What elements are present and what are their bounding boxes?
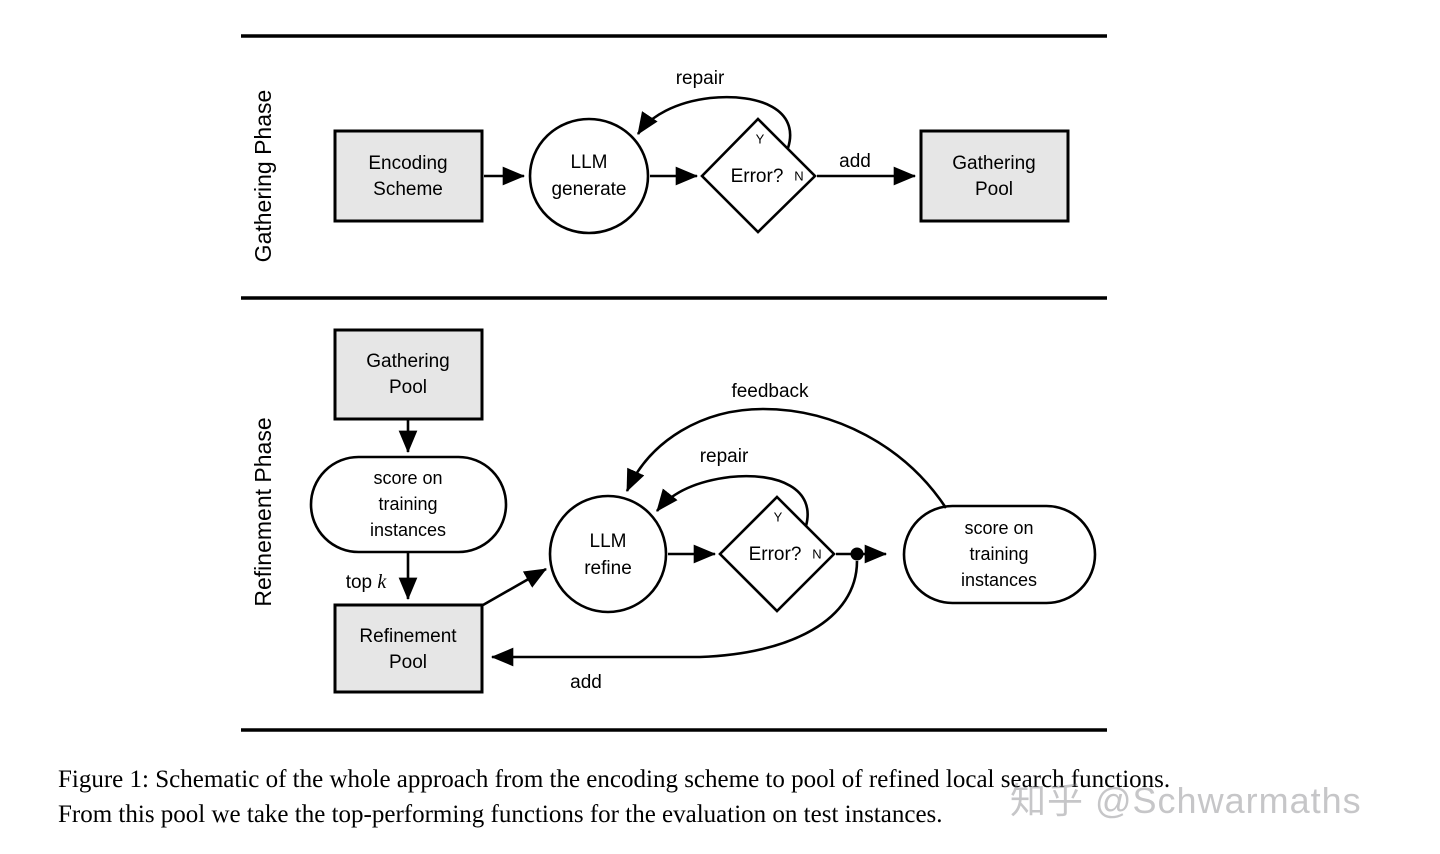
node-llm-refine[interactable]: [548, 494, 668, 614]
node-llm-generate-line1: LLM: [571, 152, 608, 173]
edge-label-repair-refinement: repair: [700, 446, 749, 467]
branch-label-yes-gathering: Y: [756, 131, 765, 146]
edge-label-feedback: feedback: [731, 381, 809, 402]
node-llm-refine-line2: refine: [584, 558, 632, 579]
junction-dot: [850, 547, 864, 561]
branch-label-no-gathering: N: [794, 168, 803, 183]
node-llm-generate[interactable]: [528, 117, 650, 235]
edge-repair-gathering: [636, 95, 792, 149]
node-score-training-left[interactable]: [309, 455, 508, 554]
node-encoding-scheme[interactable]: [333, 129, 484, 223]
node-gathering-pool[interactable]: [919, 129, 1070, 223]
edge-label-add-refinement: add: [570, 672, 602, 693]
node-score-training-right[interactable]: [902, 504, 1097, 605]
phase-label-gathering: Gathering Phase: [250, 90, 276, 263]
edge-label-topk: top k: [346, 571, 388, 593]
edge-label-add-gathering: add: [839, 151, 871, 172]
node-score-training-right-line3: instances: [961, 570, 1037, 590]
branch-label-yes-refinement: Y: [774, 509, 783, 524]
edge-label-topk-var: k: [377, 571, 387, 593]
node-score-training-left-line1: score on: [373, 468, 442, 488]
edge-repair-refinement: [655, 474, 809, 527]
edge-refinement-pool-to-llm-refine: [482, 567, 547, 607]
node-llm-generate-line2: generate: [551, 179, 626, 200]
node-error-check-gathering[interactable]: [700, 117, 817, 234]
edge-feedback: [625, 407, 948, 509]
edge-label-topk-prefix: top: [346, 572, 378, 593]
edge-label-repair-gathering: repair: [676, 68, 725, 89]
node-error-check-gathering-label: Error?: [731, 166, 784, 187]
node-score-training-left-line3: instances: [370, 520, 446, 540]
node-gathering-pool-refinement-line2: Pool: [389, 377, 427, 398]
edge-add-refinement: [490, 560, 859, 667]
branch-label-no-refinement: N: [812, 546, 821, 561]
figure-caption-line2: From this pool we take the top-performin…: [58, 801, 943, 828]
node-refinement-pool[interactable]: [333, 603, 484, 694]
node-gathering-pool-refinement-line1: Gathering: [366, 351, 449, 372]
node-gathering-pool-refinement[interactable]: [333, 328, 484, 421]
phase-label-refinement: Refinement Phase: [250, 417, 276, 606]
node-llm-refine-line1: LLM: [590, 531, 627, 552]
node-error-check-refinement-label: Error?: [749, 544, 802, 565]
node-refinement-pool-line1: Refinement: [359, 626, 457, 647]
figure-caption: Figure 1: Schematic of the whole approac…: [58, 762, 1398, 832]
node-score-training-right-line2: training: [969, 544, 1028, 564]
node-score-training-right-line1: score on: [964, 518, 1033, 538]
node-encoding-scheme-line1: Encoding: [368, 153, 447, 174]
node-encoding-scheme-line2: Scheme: [373, 179, 443, 200]
node-refinement-pool-line2: Pool: [389, 652, 427, 673]
node-gathering-pool-line2: Pool: [975, 179, 1013, 200]
node-gathering-pool-line1: Gathering: [952, 153, 1035, 174]
figure-caption-line1: Figure 1: Schematic of the whole approac…: [58, 766, 1171, 793]
node-score-training-left-line2: training: [378, 494, 437, 514]
